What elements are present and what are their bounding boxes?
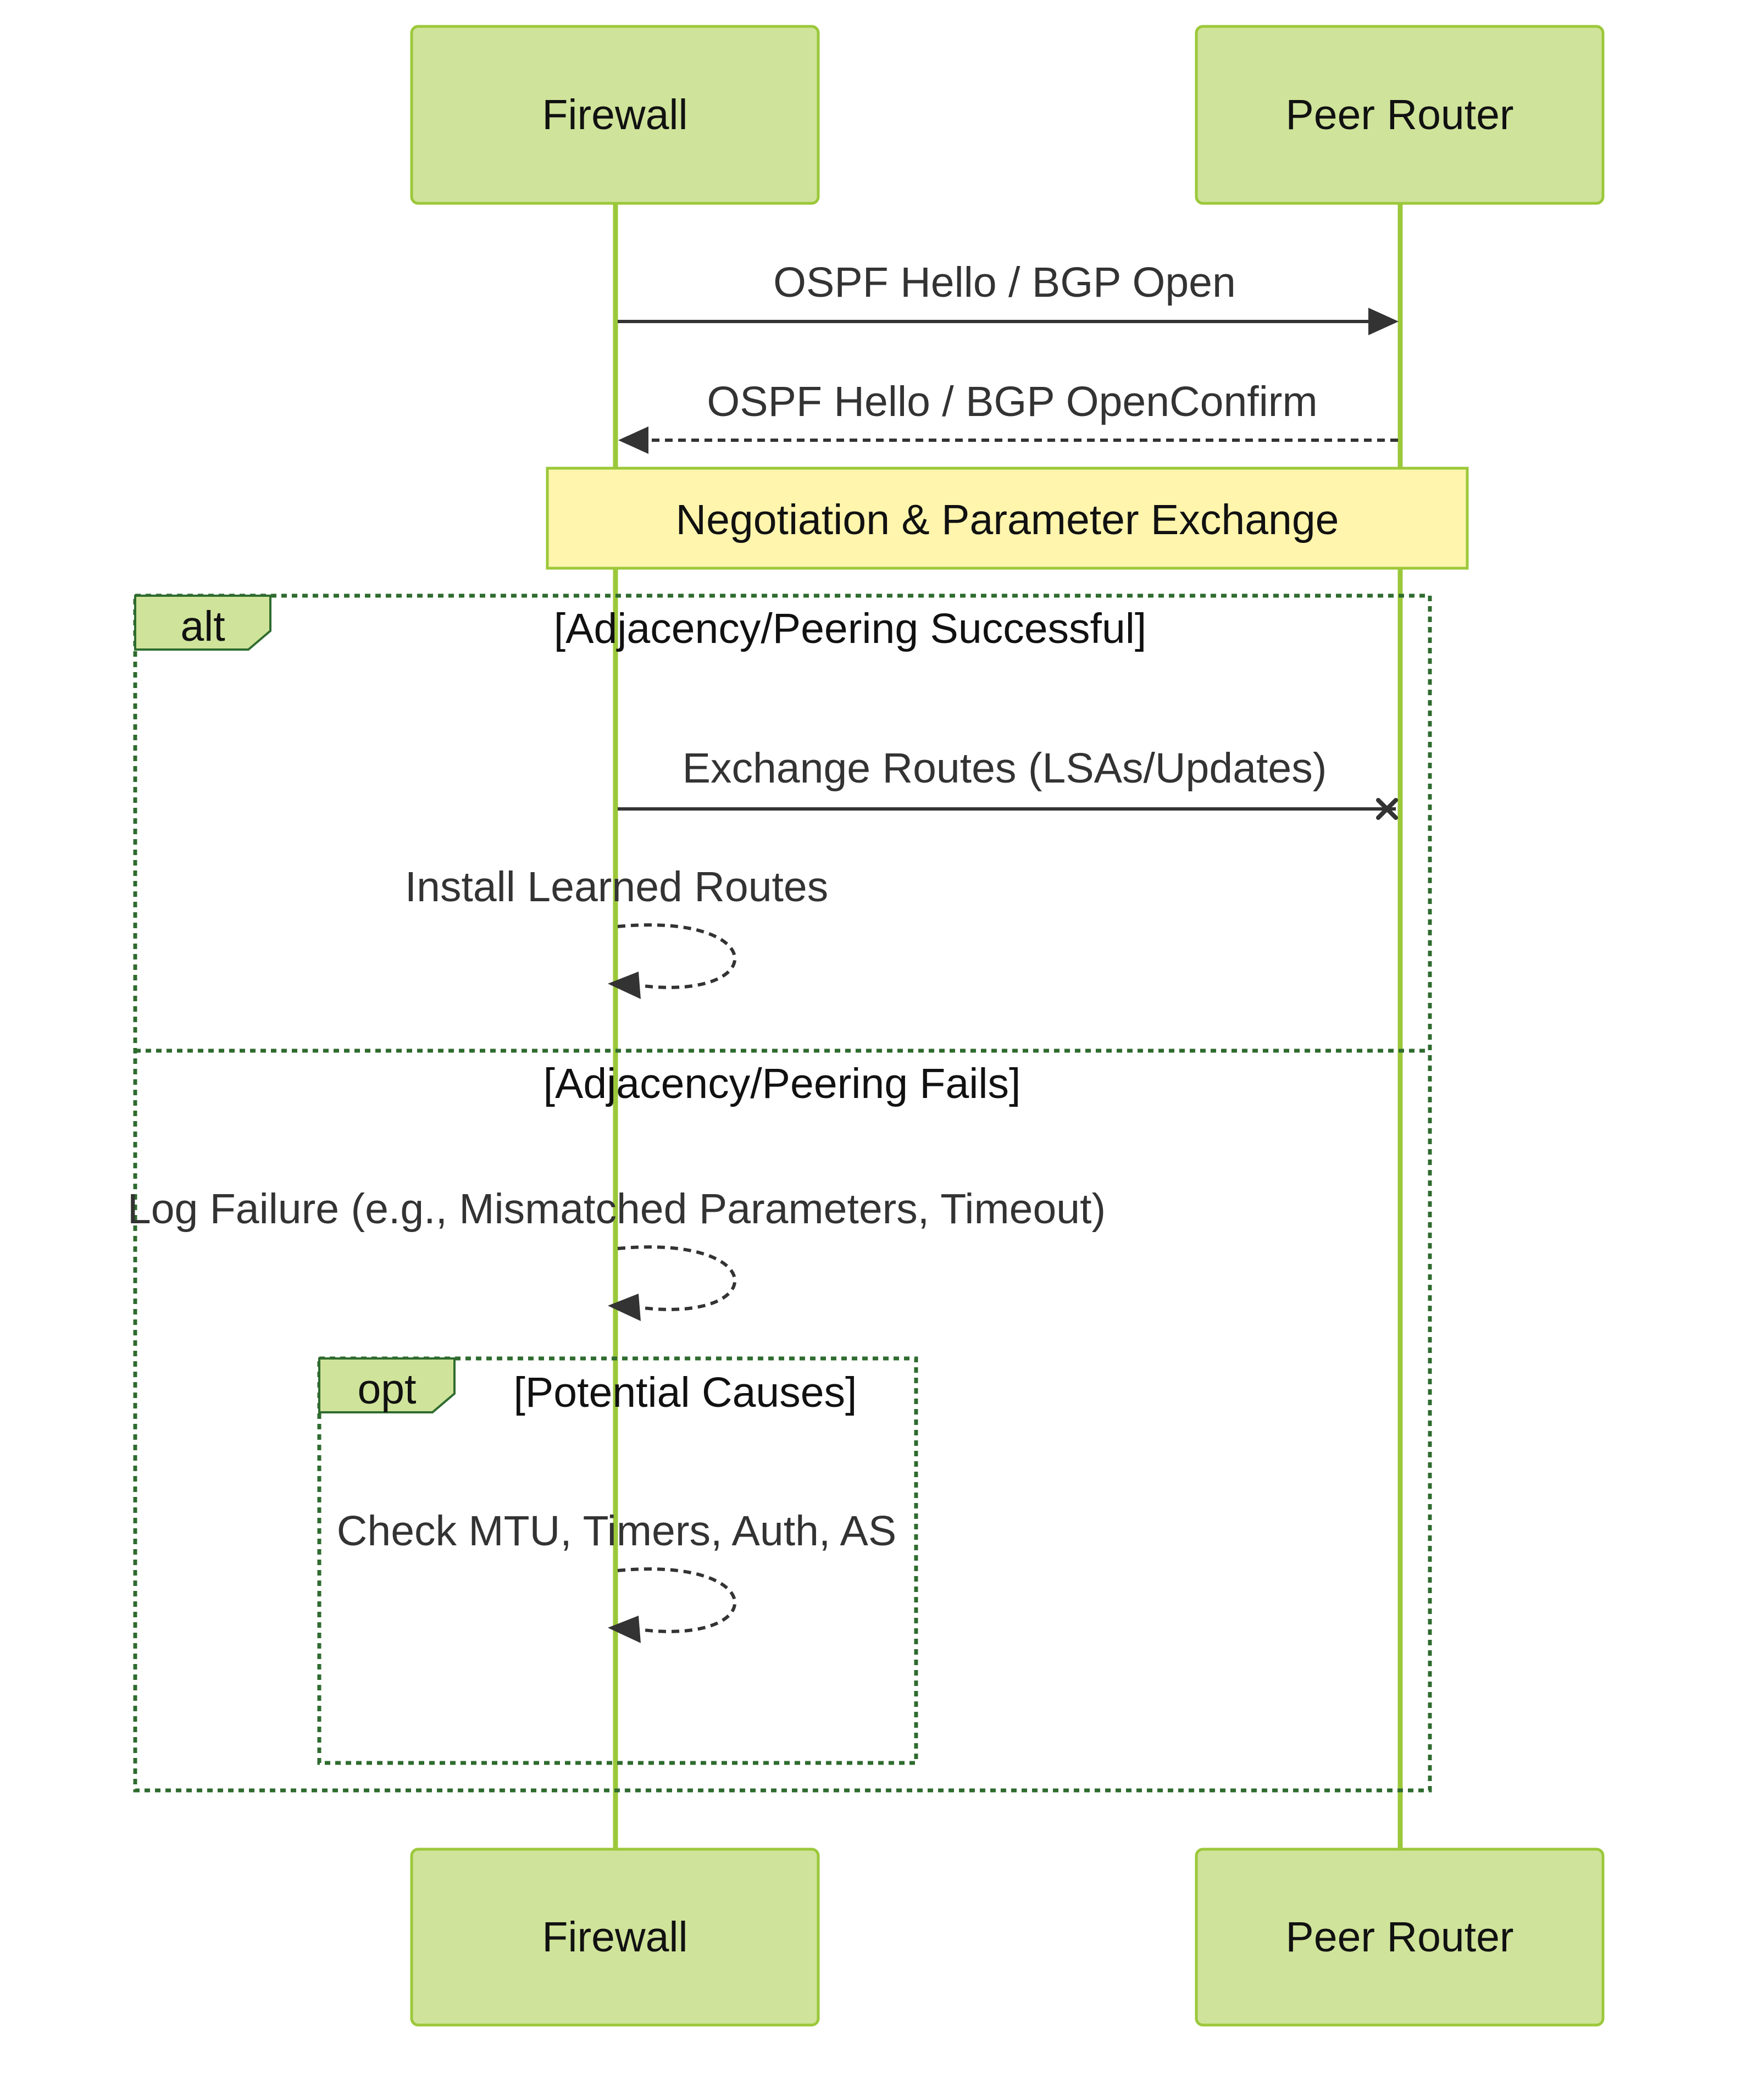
note-negotiation: Negotiation & Parameter Exchange (546, 467, 1469, 570)
message-hello-open: OSPF Hello / BGP Open (618, 259, 1399, 335)
self-arrowhead-icon (608, 1616, 641, 1643)
alt-success-condition: [Adjacency/Peering Successful] (554, 605, 1147, 652)
self-message-log-failure: Log Failure (e.g., Mismatched Parameters… (127, 1185, 1106, 1321)
self-message-install-routes-label: Install Learned Routes (405, 863, 829, 911)
arrowhead-left-icon (618, 426, 648, 454)
self-arrowhead-icon (608, 972, 641, 999)
cross-end-icon (1376, 798, 1398, 820)
alt-frame-tag (134, 595, 271, 651)
self-message-check-causes: Check MTU, Timers, Auth, AS (337, 1507, 896, 1643)
actor-firewall-bottom-label: Firewall (542, 1913, 687, 1961)
actor-peer-router-bottom: Peer Router (1195, 1848, 1605, 2027)
actor-firewall-top: Firewall (410, 25, 820, 205)
message-hello-openconfirm: OSPF Hello / BGP OpenConfirm (618, 378, 1398, 454)
note-negotiation-label: Negotiation & Parameter Exchange (675, 496, 1339, 543)
message-hello-openconfirm-label: OSPF Hello / BGP OpenConfirm (707, 378, 1317, 425)
self-arrowhead-icon (608, 1294, 641, 1321)
actor-peer-router-bottom-label: Peer Router (1285, 1913, 1513, 1961)
opt-frame: opt [Potential Causes] (317, 1356, 918, 1765)
actor-peer-router-top-label: Peer Router (1285, 91, 1513, 138)
self-message-log-failure-label: Log Failure (e.g., Mismatched Parameters… (127, 1185, 1106, 1233)
actor-peer-router-top: Peer Router (1195, 25, 1605, 205)
actor-firewall-top-label: Firewall (542, 91, 687, 138)
opt-frame-tag (318, 1357, 456, 1413)
opt-frame-label: opt (357, 1366, 416, 1413)
message-exchange-routes-label: Exchange Routes (LSAs/Updates) (683, 745, 1327, 792)
self-message-check-causes-label: Check MTU, Timers, Auth, AS (337, 1507, 896, 1555)
alt-fail-condition: [Adjacency/Peering Fails] (543, 1060, 1021, 1107)
arrowhead-right-icon (1368, 308, 1399, 335)
actor-firewall-bottom: Firewall (410, 1848, 820, 2027)
alt-frame-label: alt (180, 603, 225, 650)
opt-condition: [Potential Causes] (514, 1369, 857, 1416)
self-message-install-routes: Install Learned Routes (405, 863, 829, 999)
message-exchange-routes: Exchange Routes (LSAs/Updates) (618, 745, 1398, 820)
alt-frame: alt [Adjacency/Peering Successful] [Adja… (133, 594, 1432, 1793)
message-hello-open-label: OSPF Hello / BGP Open (773, 259, 1236, 306)
